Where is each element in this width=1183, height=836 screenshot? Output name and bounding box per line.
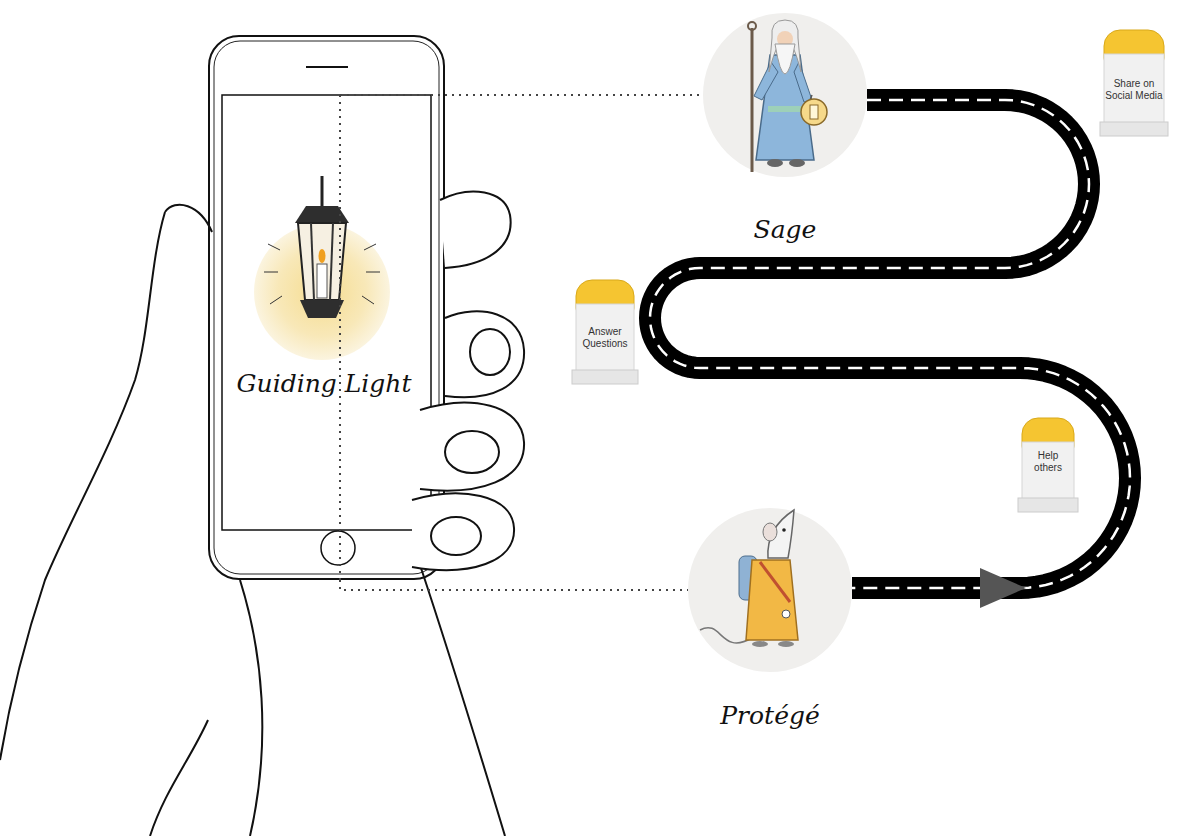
role-label: Protégé bbox=[688, 701, 852, 731]
sage-lantern-glass bbox=[810, 105, 818, 119]
finger bbox=[420, 403, 524, 491]
node-outline bbox=[208, 35, 445, 580]
wrist-line bbox=[420, 565, 505, 836]
home-button bbox=[321, 531, 355, 565]
milestone-stone: Answer Questions bbox=[572, 278, 638, 386]
sage-sash bbox=[768, 106, 806, 112]
stone-body bbox=[576, 304, 634, 372]
mouse-eye bbox=[782, 528, 786, 532]
role-label: Sage bbox=[703, 215, 867, 245]
sage-circle: Sage bbox=[703, 13, 867, 253]
sage-face bbox=[777, 31, 793, 47]
portrait-circle bbox=[703, 13, 867, 177]
sage-sleeve bbox=[794, 62, 812, 102]
stone-body bbox=[1104, 54, 1164, 124]
lantern-glass bbox=[298, 223, 346, 300]
mouse-foot bbox=[752, 641, 768, 647]
staff-top bbox=[748, 22, 756, 30]
sage-robe bbox=[756, 55, 814, 160]
mouse-coat bbox=[746, 560, 798, 640]
road-path bbox=[650, 100, 1130, 588]
stone-body bbox=[1022, 442, 1074, 500]
finger bbox=[412, 493, 514, 570]
mouse-head bbox=[768, 510, 794, 558]
mouse-ear bbox=[763, 523, 777, 541]
phone-speaker bbox=[306, 66, 348, 68]
sage-lantern bbox=[801, 99, 827, 125]
finger bbox=[440, 192, 511, 268]
lantern-cap bbox=[295, 206, 349, 223]
milestone-label: Share on Social Media bbox=[1103, 78, 1165, 102]
wrist-line bbox=[240, 580, 262, 836]
app-title: Guiding Light bbox=[208, 369, 440, 399]
lantern-bar bbox=[311, 223, 314, 300]
lantern-bar bbox=[330, 223, 333, 300]
mouse-badge bbox=[782, 610, 790, 618]
lantern-rays bbox=[264, 244, 380, 304]
stone-base bbox=[1018, 498, 1078, 512]
lantern-glow bbox=[254, 224, 390, 360]
dotted-guide bbox=[340, 94, 445, 96]
fingernail bbox=[445, 431, 499, 473]
road-lane-marking bbox=[650, 100, 1130, 588]
mouse-tail bbox=[700, 628, 752, 643]
phone-screen: Guiding Light bbox=[208, 35, 445, 580]
phone-body bbox=[209, 36, 444, 579]
milestone-label: Help others bbox=[1026, 450, 1070, 474]
finger bbox=[445, 311, 524, 397]
sage-lantern-handle bbox=[810, 95, 812, 100]
mouse-backpack bbox=[739, 556, 757, 600]
stone-base bbox=[1100, 122, 1168, 136]
palm-line bbox=[150, 720, 208, 836]
milestone-label: Answer Questions bbox=[575, 326, 635, 350]
dotted-connector bbox=[445, 94, 703, 96]
dotted-connector bbox=[340, 580, 688, 590]
lantern-hook bbox=[321, 176, 324, 206]
sage-sleeve bbox=[754, 62, 778, 100]
sage-hair bbox=[769, 20, 801, 72]
sage-boot bbox=[789, 159, 805, 167]
milestone-stone: Help others bbox=[1018, 416, 1078, 514]
fingernail bbox=[470, 329, 510, 375]
lantern-base bbox=[300, 300, 344, 318]
milestone-stone: Share on Social Media bbox=[1100, 28, 1168, 138]
sage-boot bbox=[767, 159, 783, 167]
fingernail bbox=[431, 517, 481, 555]
stone-base bbox=[572, 370, 638, 384]
portrait-circle bbox=[688, 508, 852, 672]
staff bbox=[751, 28, 754, 172]
protege-circle: Protégé bbox=[688, 508, 852, 744]
arrowhead bbox=[980, 568, 1026, 608]
mouse-strap bbox=[760, 562, 790, 602]
dotted-guide bbox=[339, 95, 341, 580]
mouse-foot bbox=[778, 641, 794, 647]
sage-beard bbox=[775, 44, 795, 74]
hand-outline bbox=[0, 212, 165, 760]
thumb-tip bbox=[165, 205, 212, 232]
candle-flame bbox=[319, 249, 326, 263]
candle bbox=[317, 264, 327, 298]
phone-bezel bbox=[214, 41, 439, 574]
phone-display bbox=[222, 95, 431, 530]
